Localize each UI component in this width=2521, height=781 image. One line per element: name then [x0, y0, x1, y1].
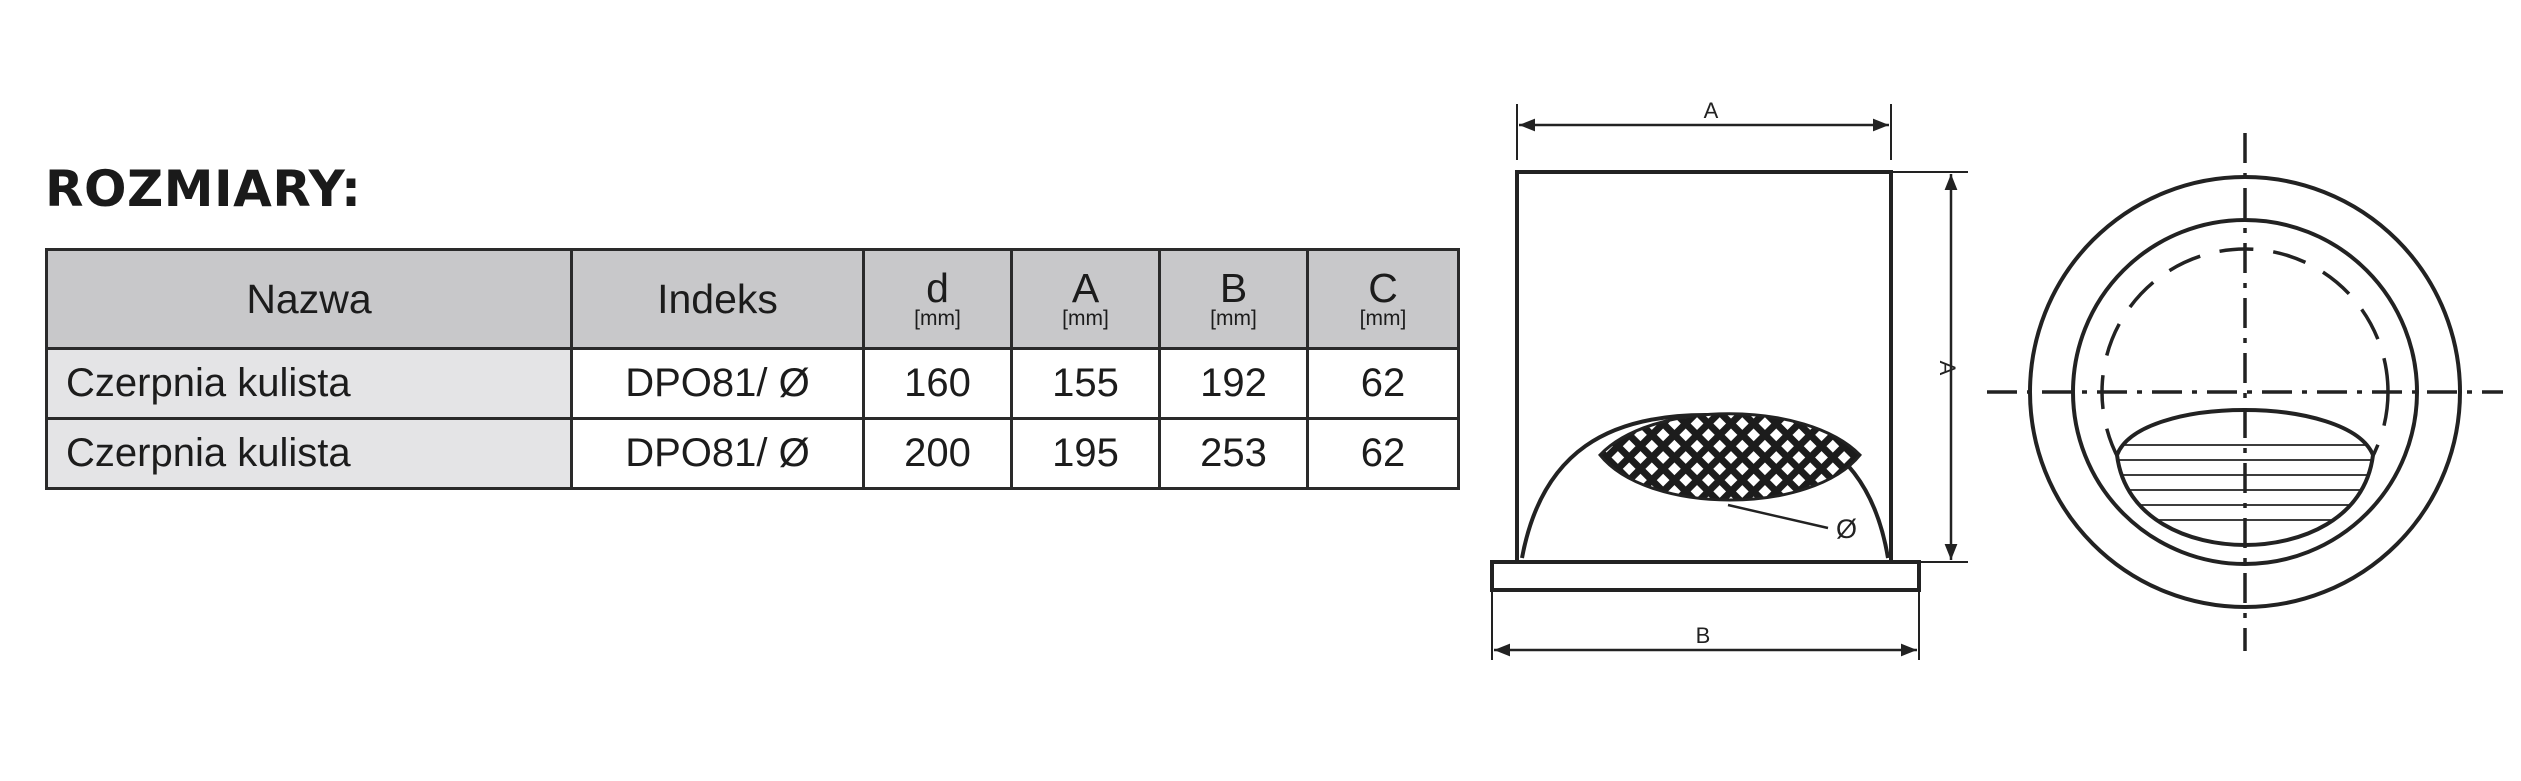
- cell-nazwa: Czerpnia kulista: [45, 347, 573, 420]
- cell-d: 200: [862, 417, 1013, 490]
- dim-label-top: A: [1704, 98, 1719, 123]
- side-view: [1490, 104, 1968, 660]
- cell-a: 195: [1010, 417, 1161, 490]
- base-flange: [1490, 560, 1921, 592]
- cell-b: 192: [1158, 347, 1309, 420]
- cell-indeks: DPO81/ Ø: [570, 417, 865, 490]
- cell-d: 160: [862, 347, 1013, 420]
- header-nazwa: Nazwa: [45, 248, 573, 350]
- cell-b: 253: [1158, 417, 1309, 490]
- table-row: Czerpnia kulista DPO81/ Ø 200 195 253 62: [45, 417, 1460, 490]
- dimensions-table: Nazwa Indeks d[mm] A[mm] B[mm] C[mm] Cze…: [45, 248, 1460, 490]
- header-a: A[mm]: [1010, 248, 1161, 350]
- dim-label-right: A: [1935, 361, 1960, 376]
- front-view: [1987, 133, 2503, 651]
- mesh-outline: [1598, 412, 1863, 502]
- cell-nazwa: Czerpnia kulista: [45, 417, 573, 490]
- table-header-row: Nazwa Indeks d[mm] A[mm] B[mm] C[mm]: [45, 248, 1460, 350]
- cell-a: 155: [1010, 347, 1161, 420]
- page-title: ROZMIARY:: [45, 160, 362, 218]
- cell-c: 62: [1306, 347, 1460, 420]
- cell-c: 62: [1306, 417, 1460, 490]
- dim-label-bottom: B: [1696, 623, 1711, 648]
- header-b: B[mm]: [1158, 248, 1309, 350]
- diameter-label: Ø: [1836, 514, 1857, 544]
- header-c: C[mm]: [1306, 248, 1460, 350]
- diameter-leader: [1727, 503, 1829, 530]
- header-indeks: Indeks: [570, 248, 865, 350]
- cell-indeks: DPO81/ Ø: [570, 347, 865, 420]
- table-row: Czerpnia kulista DPO81/ Ø 160 155 192 62: [45, 347, 1460, 420]
- header-d: d[mm]: [862, 248, 1013, 350]
